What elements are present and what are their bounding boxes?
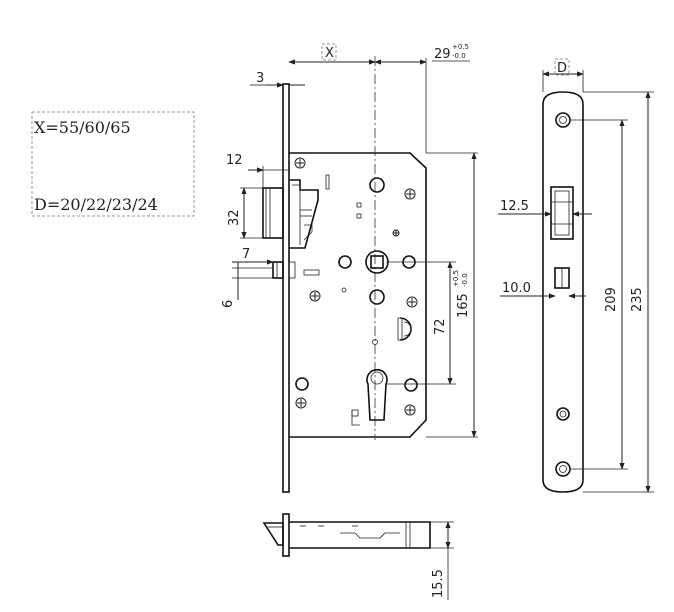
- dimension-lines: X 29 +0.5 -0.0 3 12 32 7 6 72: [221, 43, 478, 438]
- dim-235: 235: [630, 287, 645, 312]
- lock-bottom-view: 15.5: [262, 513, 454, 600]
- screw-right-top: [404, 188, 416, 200]
- dim-29: 29: [434, 47, 451, 62]
- cam-detail: [351, 410, 360, 426]
- dim-32: 32: [227, 209, 242, 226]
- hole-bottom-right: [404, 378, 418, 392]
- small-pin: [372, 339, 378, 345]
- aux-latch: [272, 261, 296, 279]
- tab-detail: [325, 174, 330, 190]
- faceplate-latch: [550, 186, 574, 240]
- dim-d-label: D: [557, 61, 567, 76]
- small-square-2: [356, 213, 362, 219]
- faceplate-screw-top: [555, 112, 571, 128]
- bottom-forend: [282, 513, 290, 557]
- faceplate-screw-bottom: [555, 461, 571, 477]
- screw-mid-left: [309, 290, 321, 302]
- bottom-latch: [262, 522, 284, 546]
- dim-72: 72: [433, 318, 448, 335]
- forend-plate: [282, 83, 290, 493]
- screw-bottom-right: [404, 404, 416, 416]
- hole-top: [369, 177, 385, 193]
- dim-x-label: X: [325, 46, 334, 61]
- small-square-1: [356, 202, 362, 208]
- cylinder-cutout: [366, 368, 388, 421]
- dim-6: 6: [221, 300, 236, 308]
- faceplate-hole-low: [556, 407, 570, 421]
- pin-detail: [341, 287, 347, 293]
- dim-10-0: 10.0: [502, 281, 531, 296]
- dim-3: 3: [256, 71, 264, 86]
- hole-left: [338, 255, 352, 269]
- hole-mid: [369, 289, 385, 305]
- spec-x-values: X=55/60/65: [34, 118, 131, 137]
- dim-209: 209: [604, 287, 619, 312]
- handle-spindle: [365, 250, 389, 274]
- screw-right-mid: [406, 296, 418, 308]
- dim-12-5: 12.5: [500, 199, 529, 214]
- lock-body-side-view: [262, 56, 427, 493]
- screw-small-upper: [392, 229, 400, 237]
- screw-top-left: [294, 157, 306, 169]
- faceplate-outline: [542, 91, 584, 493]
- dim-165-tol-plus: +0.5: [452, 270, 460, 287]
- faceplate-front-view: [542, 91, 584, 493]
- screw-bottom-left: [295, 397, 307, 409]
- faceplate-dimensions: D 12.5 10.0 209 235: [498, 58, 654, 493]
- faceplate-aux-latch: [554, 267, 570, 289]
- spec-d-values: D=20/22/23/24: [34, 195, 158, 214]
- spec-box: X=55/60/65 D=20/22/23/24: [31, 111, 195, 217]
- dim-165: 165: [456, 293, 471, 318]
- dim-29-tol-minus: -0.0: [452, 52, 466, 60]
- latch-bolt: [262, 179, 319, 249]
- dim-7: 7: [242, 247, 250, 262]
- lock-case-outline: [289, 152, 427, 438]
- bottom-case: [289, 521, 431, 549]
- hole-bottom-left: [295, 377, 309, 391]
- slot-detail: [303, 269, 320, 276]
- dim-165-tol-minus: -0.0: [461, 273, 469, 287]
- dim-12: 12: [226, 153, 243, 168]
- spec-box-border: [31, 111, 195, 217]
- dim-15-5: 15.5: [431, 569, 446, 598]
- dim-29-tol-plus: +0.5: [452, 43, 469, 51]
